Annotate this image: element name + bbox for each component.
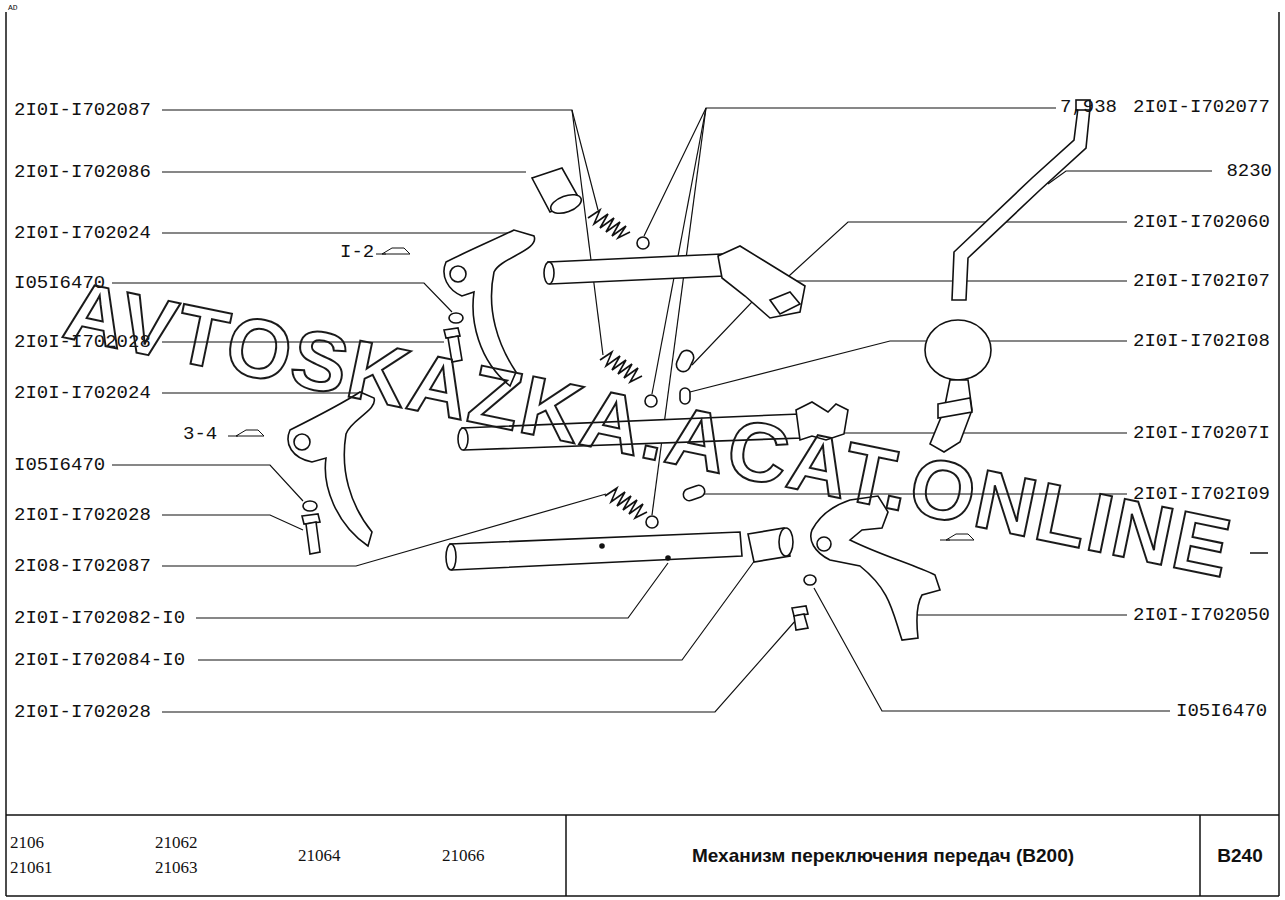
- drawing-title: Механизм переключения передач (B200): [692, 846, 1074, 867]
- gear-label: 3-4: [183, 424, 217, 445]
- spring: [605, 488, 647, 518]
- part-number: 2I0I-I702077: [1133, 97, 1270, 118]
- model-number: 21063: [155, 859, 198, 878]
- model-number: 21066: [442, 847, 485, 866]
- shift-rod: [544, 246, 805, 318]
- part-number: 2I0I-I702I08: [1133, 331, 1270, 352]
- frame-line: [6, 895, 1279, 897]
- part-number: 2I0I-I702024: [14, 223, 151, 244]
- part-number: 2I0I-I702050: [1133, 605, 1270, 626]
- corner-mark: AD: [8, 4, 18, 13]
- bushing: [532, 168, 584, 217]
- part-number: 2I0I-I702028: [14, 702, 151, 723]
- plunger: [674, 348, 696, 374]
- part-number: 8230: [1226, 161, 1272, 182]
- frame-line: [5, 12, 7, 896]
- frame-line: [1278, 12, 1280, 896]
- part-number: 2I0I-I70207I: [1133, 423, 1270, 444]
- part-number: 2I0I-I702024: [14, 383, 151, 404]
- ball: [646, 516, 658, 528]
- model-number: 21061: [10, 859, 53, 878]
- part-number: 2I0I-I702060: [1133, 212, 1270, 233]
- frame-tick: [1250, 552, 1268, 554]
- screw: [792, 575, 816, 630]
- ball: [637, 237, 649, 249]
- part-number: 2I0I-I702028: [14, 505, 151, 526]
- part-number: 2I0I-I702082-I0: [14, 608, 185, 629]
- frame-line: [565, 815, 567, 896]
- frame-line: [1199, 815, 1201, 896]
- part-number: 2I0I-I702I07: [1133, 271, 1270, 292]
- frame-line: [6, 814, 1279, 816]
- shift-rod: [446, 528, 793, 570]
- screw: [302, 501, 320, 554]
- model-number: 21064: [298, 847, 341, 866]
- part-number: I05I6470: [14, 455, 105, 476]
- dimension: 7,938: [1060, 97, 1117, 118]
- part-number: 2I0I-I702087: [14, 100, 151, 121]
- gear-label: I-2: [340, 242, 374, 263]
- sheet-number: B240: [1217, 846, 1262, 867]
- gear-lever: [925, 100, 1090, 452]
- model-number: 21062: [155, 834, 198, 853]
- part-number: I05I6470: [1176, 701, 1267, 722]
- part-number: 2I0I-I702086: [14, 162, 151, 183]
- part-number: 2I08-I702087: [14, 556, 151, 577]
- model-number: 2106: [10, 834, 44, 853]
- part-number: 2I0I-I702084-I0: [14, 650, 185, 671]
- spring: [588, 210, 630, 238]
